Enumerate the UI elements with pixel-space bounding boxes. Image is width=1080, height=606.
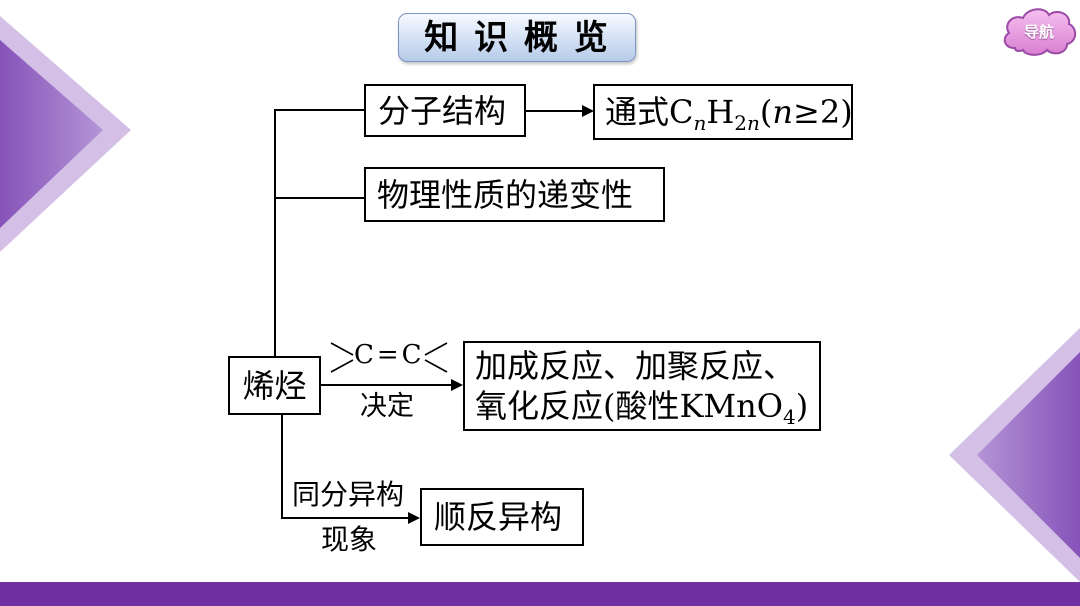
functional-group-label: C=C xyxy=(354,340,425,370)
determines-label: 决定 xyxy=(360,391,414,422)
isomerism-label-bottom: 现象 xyxy=(321,523,378,556)
bond-lines xyxy=(330,342,448,373)
bottom-accent-bar xyxy=(0,582,1080,606)
physical-properties-box: 物理性质的递变性 xyxy=(364,167,665,222)
reactions-line-1: 加成反应、加聚反应、 xyxy=(475,347,796,385)
reactions-line-2-subscript: 4 xyxy=(783,405,796,429)
bond-right-upper xyxy=(424,342,448,356)
reactions-line-2-end: ) xyxy=(795,387,809,425)
alkene-root-box: 烯烃 xyxy=(228,356,321,415)
cis-trans-isomerism-box: 顺反异构 xyxy=(420,488,584,546)
arrow-to-cis-trans-head xyxy=(408,512,420,524)
cloud-icon xyxy=(1003,8,1077,56)
arrow-structure-to-formula-head xyxy=(582,105,594,117)
bond-left-lower xyxy=(330,359,354,373)
connector-lines xyxy=(274,109,584,519)
cloud-shape xyxy=(1003,8,1077,56)
alkene-root-label: 烯烃 xyxy=(242,366,307,405)
arrow-root-to-reactions-head xyxy=(451,379,463,391)
slide-title-box: 知 识 概 览 xyxy=(398,13,636,62)
molecular-structure-label: 分子结构 xyxy=(378,91,507,130)
formula-open-paren: ( xyxy=(759,93,773,131)
arrow-heads xyxy=(408,105,594,524)
general-formula-box: 通式CnH2n(n≥2) xyxy=(593,84,853,140)
bond-left-upper xyxy=(330,342,354,356)
slide-title: 知 识 概 览 xyxy=(424,17,610,58)
formula-hydrogen-subscript-number: 2 xyxy=(734,111,748,135)
reactions-box: 加成反应、加聚反应、 氧化反应(酸性KMnO4) xyxy=(463,341,821,431)
formula-condition: ≥2) xyxy=(793,93,853,131)
formula-prefix: 通式 xyxy=(605,93,670,131)
formula-variable: n xyxy=(772,93,794,131)
physical-properties-label: 物理性质的递变性 xyxy=(377,175,634,214)
formula-hydrogen-subscript: 2n xyxy=(734,111,760,135)
formula-hydrogen: H xyxy=(706,93,735,131)
nav-button[interactable]: 导航 xyxy=(999,4,1079,58)
reactions-line-2-text: 氧化反应(酸性KMnO xyxy=(475,387,784,425)
decor-triangle-bottom-right-inner xyxy=(977,352,1080,558)
isomerism-label-top: 同分异构 xyxy=(292,478,405,511)
formula-carbon: C xyxy=(669,93,694,131)
formula-hydrogen-subscript-variable: n xyxy=(747,111,760,135)
general-formula: 通式CnH2n(n≥2) xyxy=(605,93,853,133)
reactions-line-2: 氧化反应(酸性KMnO4) xyxy=(475,386,809,429)
decor-triangle-top-left-inner xyxy=(0,40,103,228)
nav-button-label: 导航 xyxy=(1023,22,1054,41)
molecular-structure-box: 分子结构 xyxy=(364,84,526,137)
bond-right-lower xyxy=(424,359,448,373)
formula-carbon-subscript: n xyxy=(693,111,707,135)
cis-trans-isomerism-label: 顺反异构 xyxy=(434,498,563,536)
